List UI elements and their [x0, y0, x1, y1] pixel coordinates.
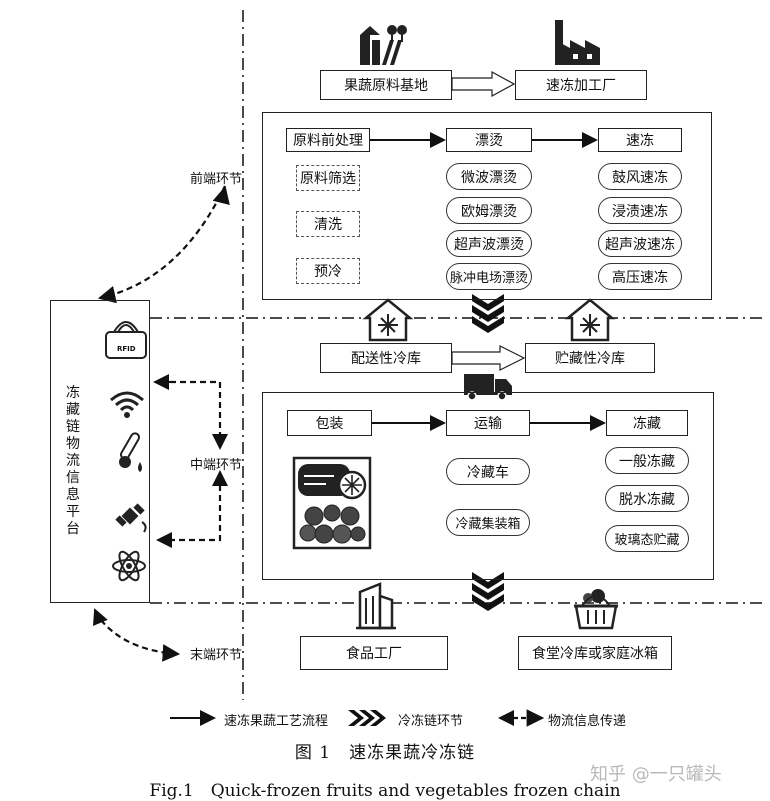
- rfid-label: RFID: [117, 345, 136, 353]
- wifi-icon: [110, 391, 144, 418]
- blanch-item: 脉冲电场漂烫: [446, 263, 532, 290]
- food-factory: 食品工厂: [300, 636, 448, 670]
- watermark: 知乎 @一只罐头: [590, 764, 722, 785]
- transport-item: 冷藏集装箱: [446, 509, 530, 536]
- farm-icon: [360, 25, 407, 65]
- legend-process: 速冻果蔬工艺流程: [224, 714, 329, 729]
- middle-header-transport: 运输: [446, 410, 530, 436]
- front-header-freeze: 速冻: [598, 128, 682, 152]
- figure-caption-en: Fig.1 Quick-frozen fruits and vegetables…: [149, 781, 621, 801]
- transport-item: 冷藏车: [446, 458, 530, 485]
- figure-caption-cn: 图 1 速冻果蔬冷冻链: [294, 743, 476, 763]
- chevron-icon: [472, 572, 504, 611]
- stage-label-front: 前端环节: [190, 172, 243, 187]
- hollow-arrow-2: [451, 345, 526, 371]
- freeze-item: 浸渍速冻: [598, 197, 682, 224]
- legend-link: 冷冻链环节: [398, 714, 464, 729]
- middle-header-packaging: 包装: [287, 410, 372, 436]
- quick-freeze-factory: 速冻加工厂: [515, 70, 647, 100]
- truck-icon: [464, 374, 512, 401]
- atom-icon: [112, 550, 146, 582]
- front-header-pretreat: 原料前处理: [286, 128, 370, 152]
- pretreat-item: 清洗: [296, 211, 360, 237]
- raw-material-base: 果蔬原料基地: [320, 70, 452, 100]
- storage-cold-store: 贮藏性冷库: [525, 343, 655, 373]
- factory-icon: [555, 20, 600, 65]
- rfid-icon: [105, 321, 147, 359]
- pretreat-item: 预冷: [296, 258, 360, 284]
- blanch-item: 欧姆漂烫: [446, 197, 532, 224]
- cold-storage-icon: [362, 298, 414, 342]
- chevron-icon: [472, 294, 504, 333]
- canteen-or-home-fridge: 食堂冷库或家庭冰箱: [518, 636, 672, 670]
- blanch-item: 微波漂烫: [446, 163, 532, 190]
- frozen-item: 一般冻藏: [605, 447, 689, 474]
- hollow-arrow-1: [451, 70, 516, 98]
- packaging-icon: [292, 456, 372, 550]
- distribution-cold-store: 配送性冷库: [320, 343, 452, 373]
- info-platform-frame: [50, 300, 150, 603]
- info-platform-title: 冻藏链物流信息平台: [66, 385, 80, 537]
- thermometer-icon: [119, 432, 142, 472]
- building-icon: [356, 582, 396, 630]
- freeze-item: 超声波速冻: [598, 230, 682, 257]
- stage-label-middle: 中端环节: [190, 458, 243, 473]
- middle-section-frame: [262, 392, 714, 580]
- frozen-item: 玻璃态贮藏: [605, 525, 689, 552]
- cold-storage-icon: [564, 298, 616, 342]
- legend-info: 物流信息传递: [548, 714, 627, 729]
- blanch-item: 超声波漂烫: [446, 230, 532, 257]
- chevron-icon: [348, 710, 386, 726]
- front-header-blanch: 漂烫: [446, 128, 532, 152]
- freeze-item: 高压速冻: [598, 263, 682, 290]
- frozen-item: 脱水冻藏: [605, 485, 689, 512]
- pretreat-item: 原料筛选: [296, 165, 360, 191]
- middle-header-frozen-storage: 冻藏: [606, 410, 688, 436]
- stage-label-end: 末端环节: [190, 648, 243, 663]
- front-section-frame: [262, 112, 712, 300]
- basket-icon: [574, 589, 618, 630]
- freeze-item: 鼓风速冻: [598, 163, 682, 190]
